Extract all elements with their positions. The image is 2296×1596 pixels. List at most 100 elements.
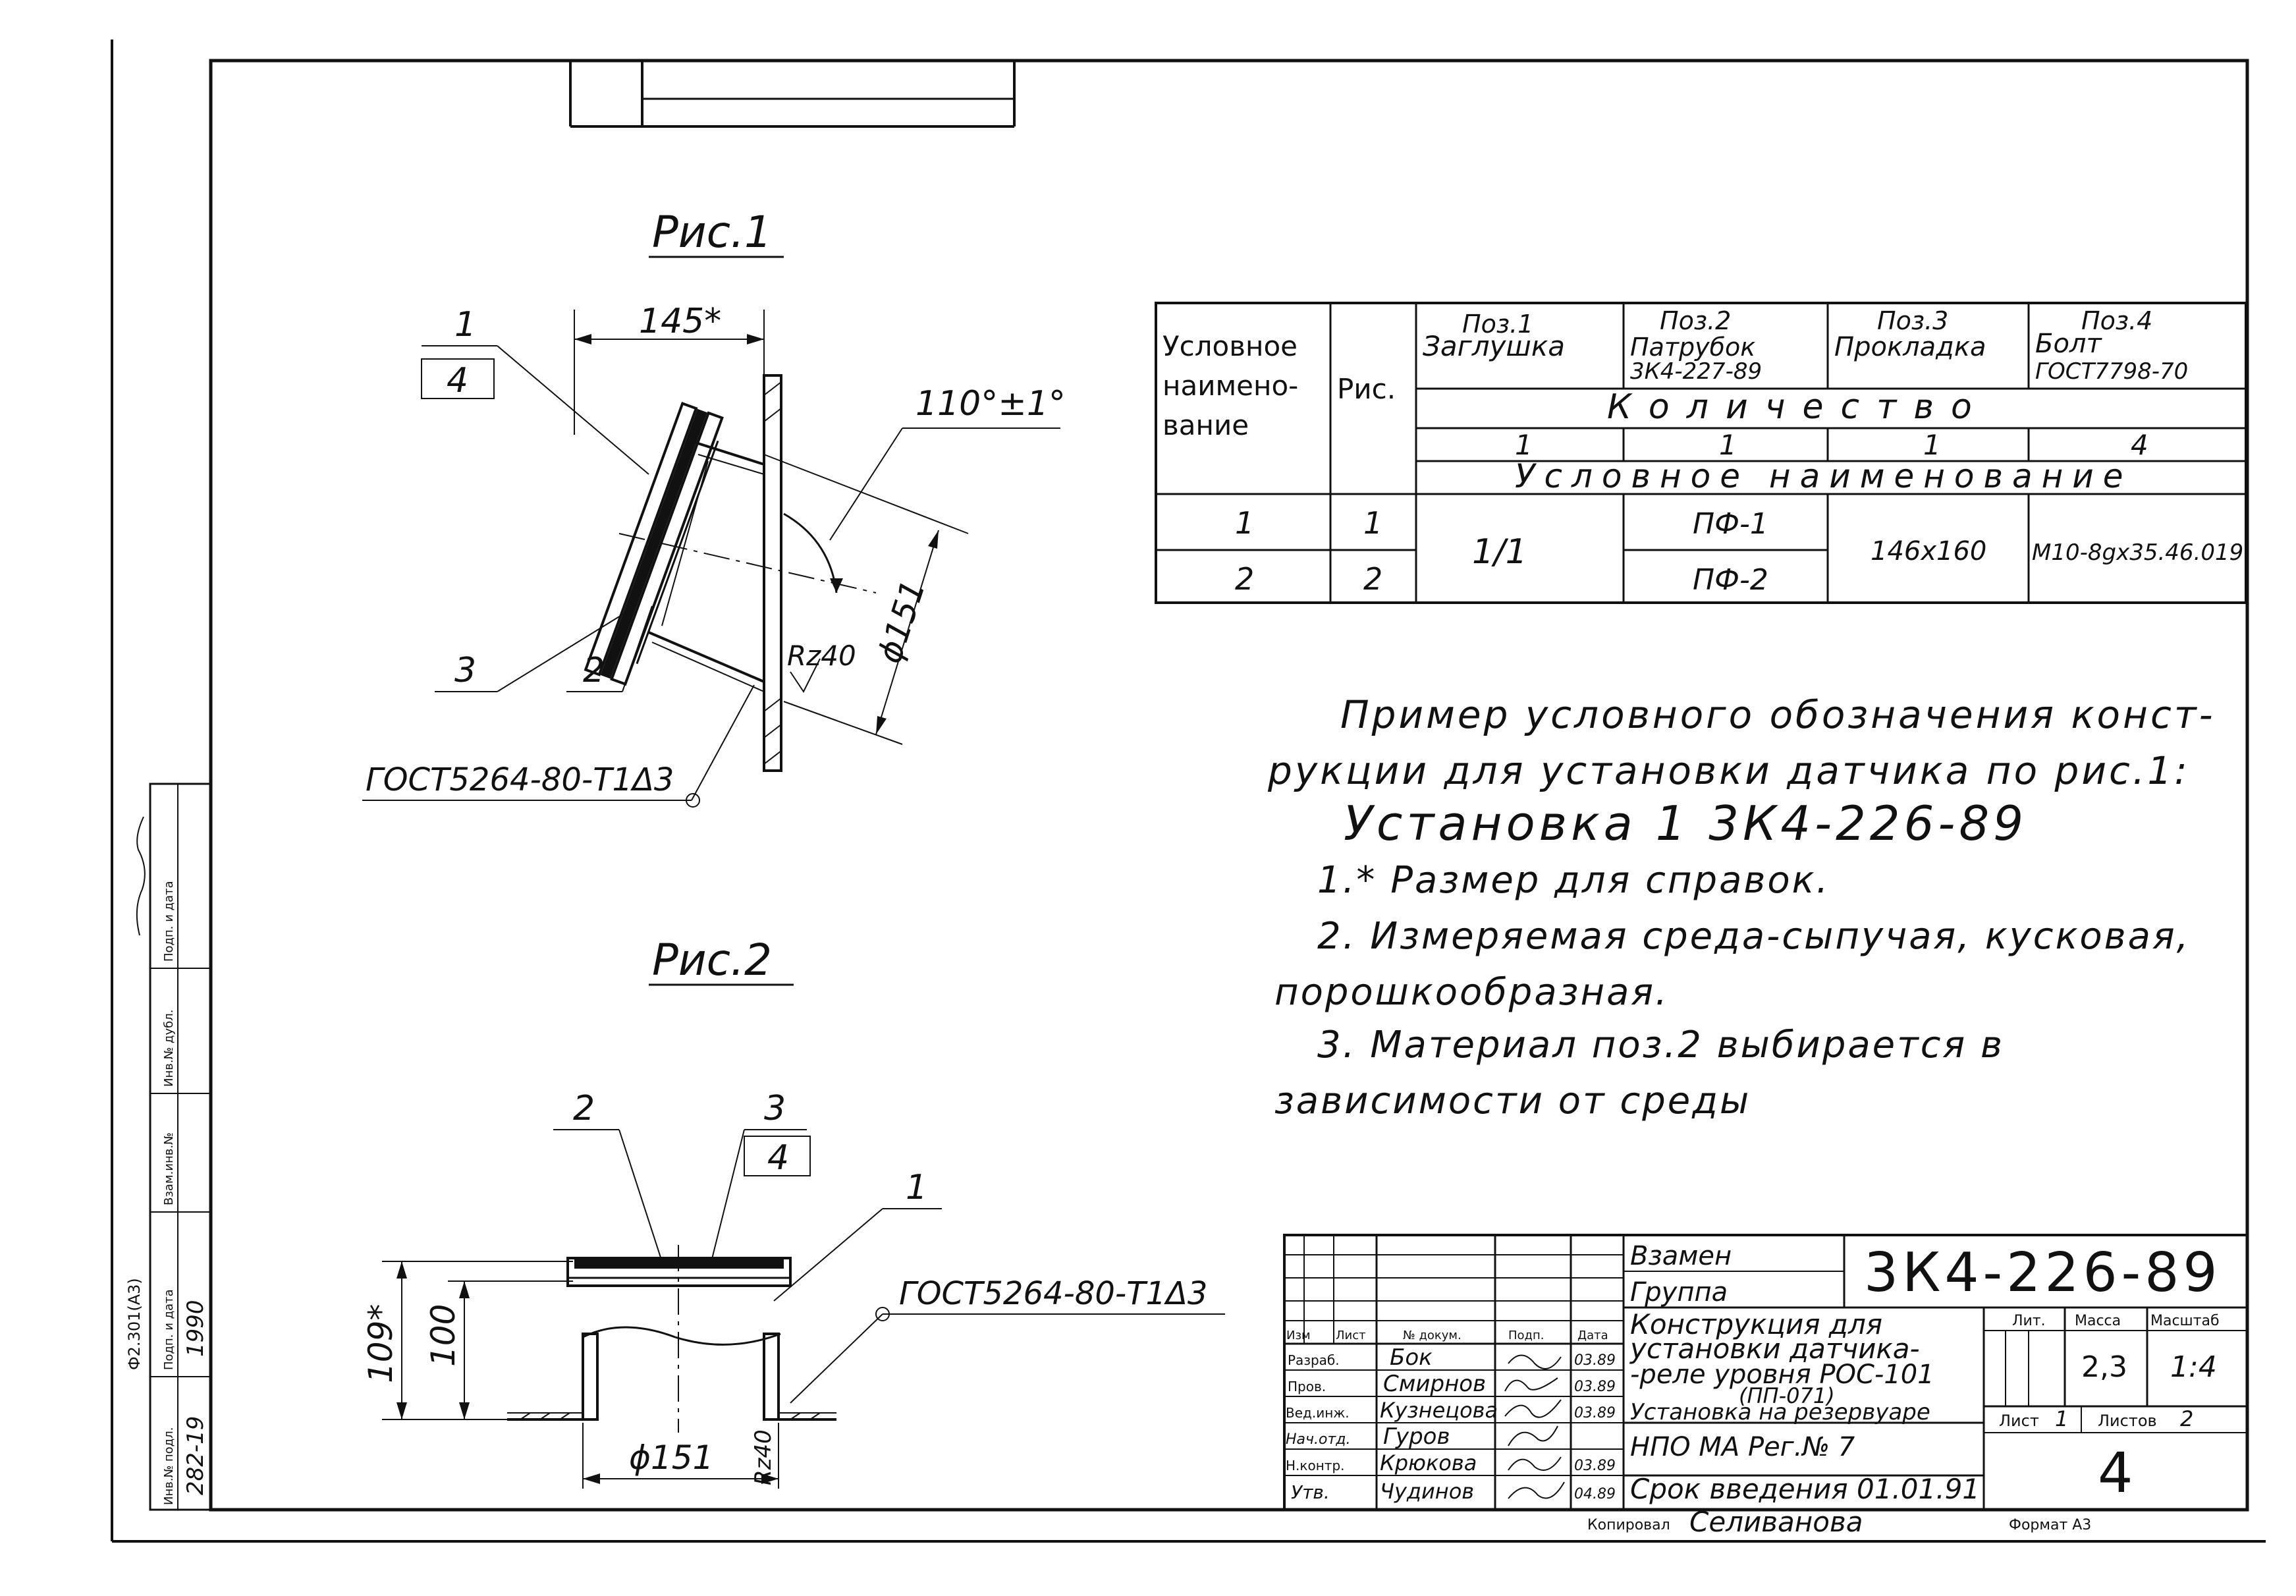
fig1-diameter-text: ϕ151	[870, 576, 933, 668]
spec-p1: 1/1	[1472, 532, 1527, 572]
side-col-vzam: Взам.инв.№	[162, 1132, 176, 1205]
fig1-weld-text: ГОСТ5264-80-Т1Δ3	[366, 761, 674, 798]
fig2-roughness-text: Rz40	[750, 1429, 777, 1485]
note-2a: 2. Измеряемая среда-сыпучая, кусковая,	[1317, 915, 2190, 958]
fig2-pos-4: 4	[767, 1138, 789, 1178]
tb-install: Установка на резервуаре	[1630, 1399, 1930, 1425]
fig2-dim-diameter: ϕ151 Rz40	[582, 1423, 779, 1489]
tb-h-izm: Изм	[1286, 1329, 1311, 1342]
tb-role-0: Разраб.	[1288, 1352, 1340, 1368]
note-1: 1.* Размер для справок.	[1317, 859, 1830, 902]
fig2-pos-2: 2	[573, 1089, 595, 1128]
tb-h-date: Дата	[1577, 1329, 1608, 1342]
tb-role-5: Утв.	[1291, 1481, 1330, 1503]
tb-desc-2: установки датчика-	[1629, 1333, 1920, 1365]
tb-name-5: Чудинов	[1380, 1479, 1474, 1504]
tb-date-0: 03.89	[1574, 1352, 1616, 1369]
side-sign-date: 1990	[182, 1300, 209, 1357]
fig1-angle-text: 110°±1°	[916, 384, 1066, 424]
tb-h-doc: № докум.	[1403, 1329, 1462, 1342]
tb-signatures	[1504, 1354, 1565, 1499]
side-signature	[136, 816, 146, 936]
tb-scale: 1:4	[2170, 1350, 2217, 1384]
spec-qty-3: 1	[1923, 429, 1941, 461]
spec-qty-2: 1	[1719, 429, 1737, 461]
tb-copied-name: Селиванова	[1689, 1506, 1863, 1538]
tb-code: 3К4-226-89	[1864, 1242, 2222, 1304]
spec-pos4-gost: ГОСТ7798-70	[2035, 358, 2188, 385]
spec-pos1: Поз.1	[1462, 310, 1533, 339]
tb-date-2: 03.89	[1574, 1405, 1616, 1421]
fig1-pos-3: 3	[454, 651, 476, 690]
tb-role-3: Нач.отд.	[1286, 1431, 1351, 1448]
fig2-pos-labels: 2 3 4 1	[553, 1089, 942, 1302]
figure-1: Рис.1	[362, 207, 1066, 808]
side-stamp: Ф2.301(А3) Инв.№ подл. Подп. и дата Взам…	[125, 783, 212, 1511]
spec-cond-label: Условное наименование	[1515, 457, 2133, 495]
tb-h-scale: Масштаб	[2150, 1313, 2220, 1329]
fig2-title: Рис.2	[652, 935, 772, 985]
tb-h-mass: Масса	[2075, 1313, 2121, 1329]
tb-name-1: Смирнов	[1383, 1371, 1486, 1397]
side-form-code: Ф2.301(А3)	[125, 1278, 144, 1370]
fig1-dim-diameter: ϕ151	[763, 454, 969, 745]
spec-qty-label: Количество	[1607, 387, 1989, 427]
tb-vzamen: Взамен	[1630, 1241, 1732, 1271]
tb-date-1: 03.89	[1574, 1379, 1616, 1395]
fig2-dims-height: 109* 100	[362, 1261, 573, 1420]
tb-desc-1: Конструкция для	[1630, 1308, 1882, 1340]
tb-format: Формат А3	[2009, 1517, 2091, 1533]
tb-name-4: Крюкова	[1380, 1450, 1477, 1475]
spec-table: Условное наимено- вание Рис. Поз.1 Заглу…	[1155, 302, 2247, 604]
tb-sheet-big: 4	[2098, 1441, 2133, 1505]
tb-role-2: Вед.инж.	[1286, 1405, 1350, 1421]
fig2-body	[507, 1245, 836, 1433]
side-col-inv: Инв.№ подл.	[162, 1427, 176, 1505]
tb-role-4: Н.контр.	[1286, 1458, 1345, 1473]
spec-pos4: Поз.4	[2081, 306, 2152, 335]
spec-row1-ris: 1	[1363, 505, 1382, 541]
tb-term: Срок введения 01.01.91	[1630, 1473, 1980, 1505]
spec-p4: М10-8gх35.46.019	[2032, 539, 2243, 566]
spec-pos2-name: Патрубок	[1630, 333, 1755, 362]
fig1-pos-1: 1	[454, 305, 476, 344]
fig1-roughness-text: Rz40	[787, 640, 856, 672]
fig2-dim-100: 100	[424, 1304, 462, 1367]
spec-pos3: Поз.3	[1877, 306, 1948, 335]
fig1-pos-4: 4	[447, 361, 468, 400]
fig2-weld-callout: ГОСТ5264-80-Т1Δ3	[790, 1275, 1225, 1404]
spec-qty-1: 1	[1515, 429, 1533, 461]
title-block: Взамен Группа 3К4-226-89 Конструкция для…	[1283, 1234, 2249, 1538]
spec-pos3-name: Прокладка	[1834, 332, 1986, 362]
spec-pos1-name: Заглушка	[1423, 330, 1565, 362]
fig2-pos-3: 3	[764, 1089, 786, 1128]
spec-pos4-name: Болт	[2035, 329, 2102, 359]
tb-sheet-label: Лист	[1999, 1412, 2039, 1430]
tb-org: НПО МА Рег.№ 7	[1630, 1432, 1855, 1462]
fig2-diameter-text: ϕ151	[629, 1439, 713, 1477]
tb-gruppa: Группа	[1630, 1277, 1728, 1307]
tb-sheet-no: 1	[2055, 1406, 2068, 1431]
spec-pos2-code: 3К4-227-89	[1630, 358, 1762, 385]
fig1-pos-2: 2	[583, 651, 605, 690]
note-line1: Пример условного обозначения конст-	[1340, 692, 2216, 737]
note-3b: зависимости от среды	[1274, 1080, 1751, 1122]
tb-date-5: 04.89	[1574, 1486, 1616, 1502]
side-col-sign2: Подп. и дата	[162, 881, 176, 962]
tb-sheets-label: Листов	[2098, 1412, 2157, 1430]
fig1-angle-callout: 110°±1°	[829, 384, 1066, 541]
spec-h-name-3: вание	[1162, 409, 1249, 441]
fig1-roughness: Rz40	[787, 640, 856, 693]
fig1-pipe	[618, 440, 877, 692]
figure-2: Рис.2 109* 100	[362, 935, 1225, 1489]
tb-h-list: Лист	[1336, 1329, 1366, 1342]
fig1-wall	[763, 374, 782, 772]
spec-row1-name: 1	[1235, 505, 1254, 541]
notes-block: Пример условного обозначения конст- рукц…	[1267, 692, 2216, 1122]
spec-pos2: Поз.2	[1660, 306, 1731, 335]
side-col-dubl: Инв.№ дубл.	[162, 1010, 176, 1087]
tb-copied-label: Копировал	[1587, 1517, 1670, 1533]
note-3a: 3. Материал поз.2 выбирается в	[1317, 1024, 2004, 1066]
fig1-dim-145-text: 145*	[639, 302, 721, 341]
